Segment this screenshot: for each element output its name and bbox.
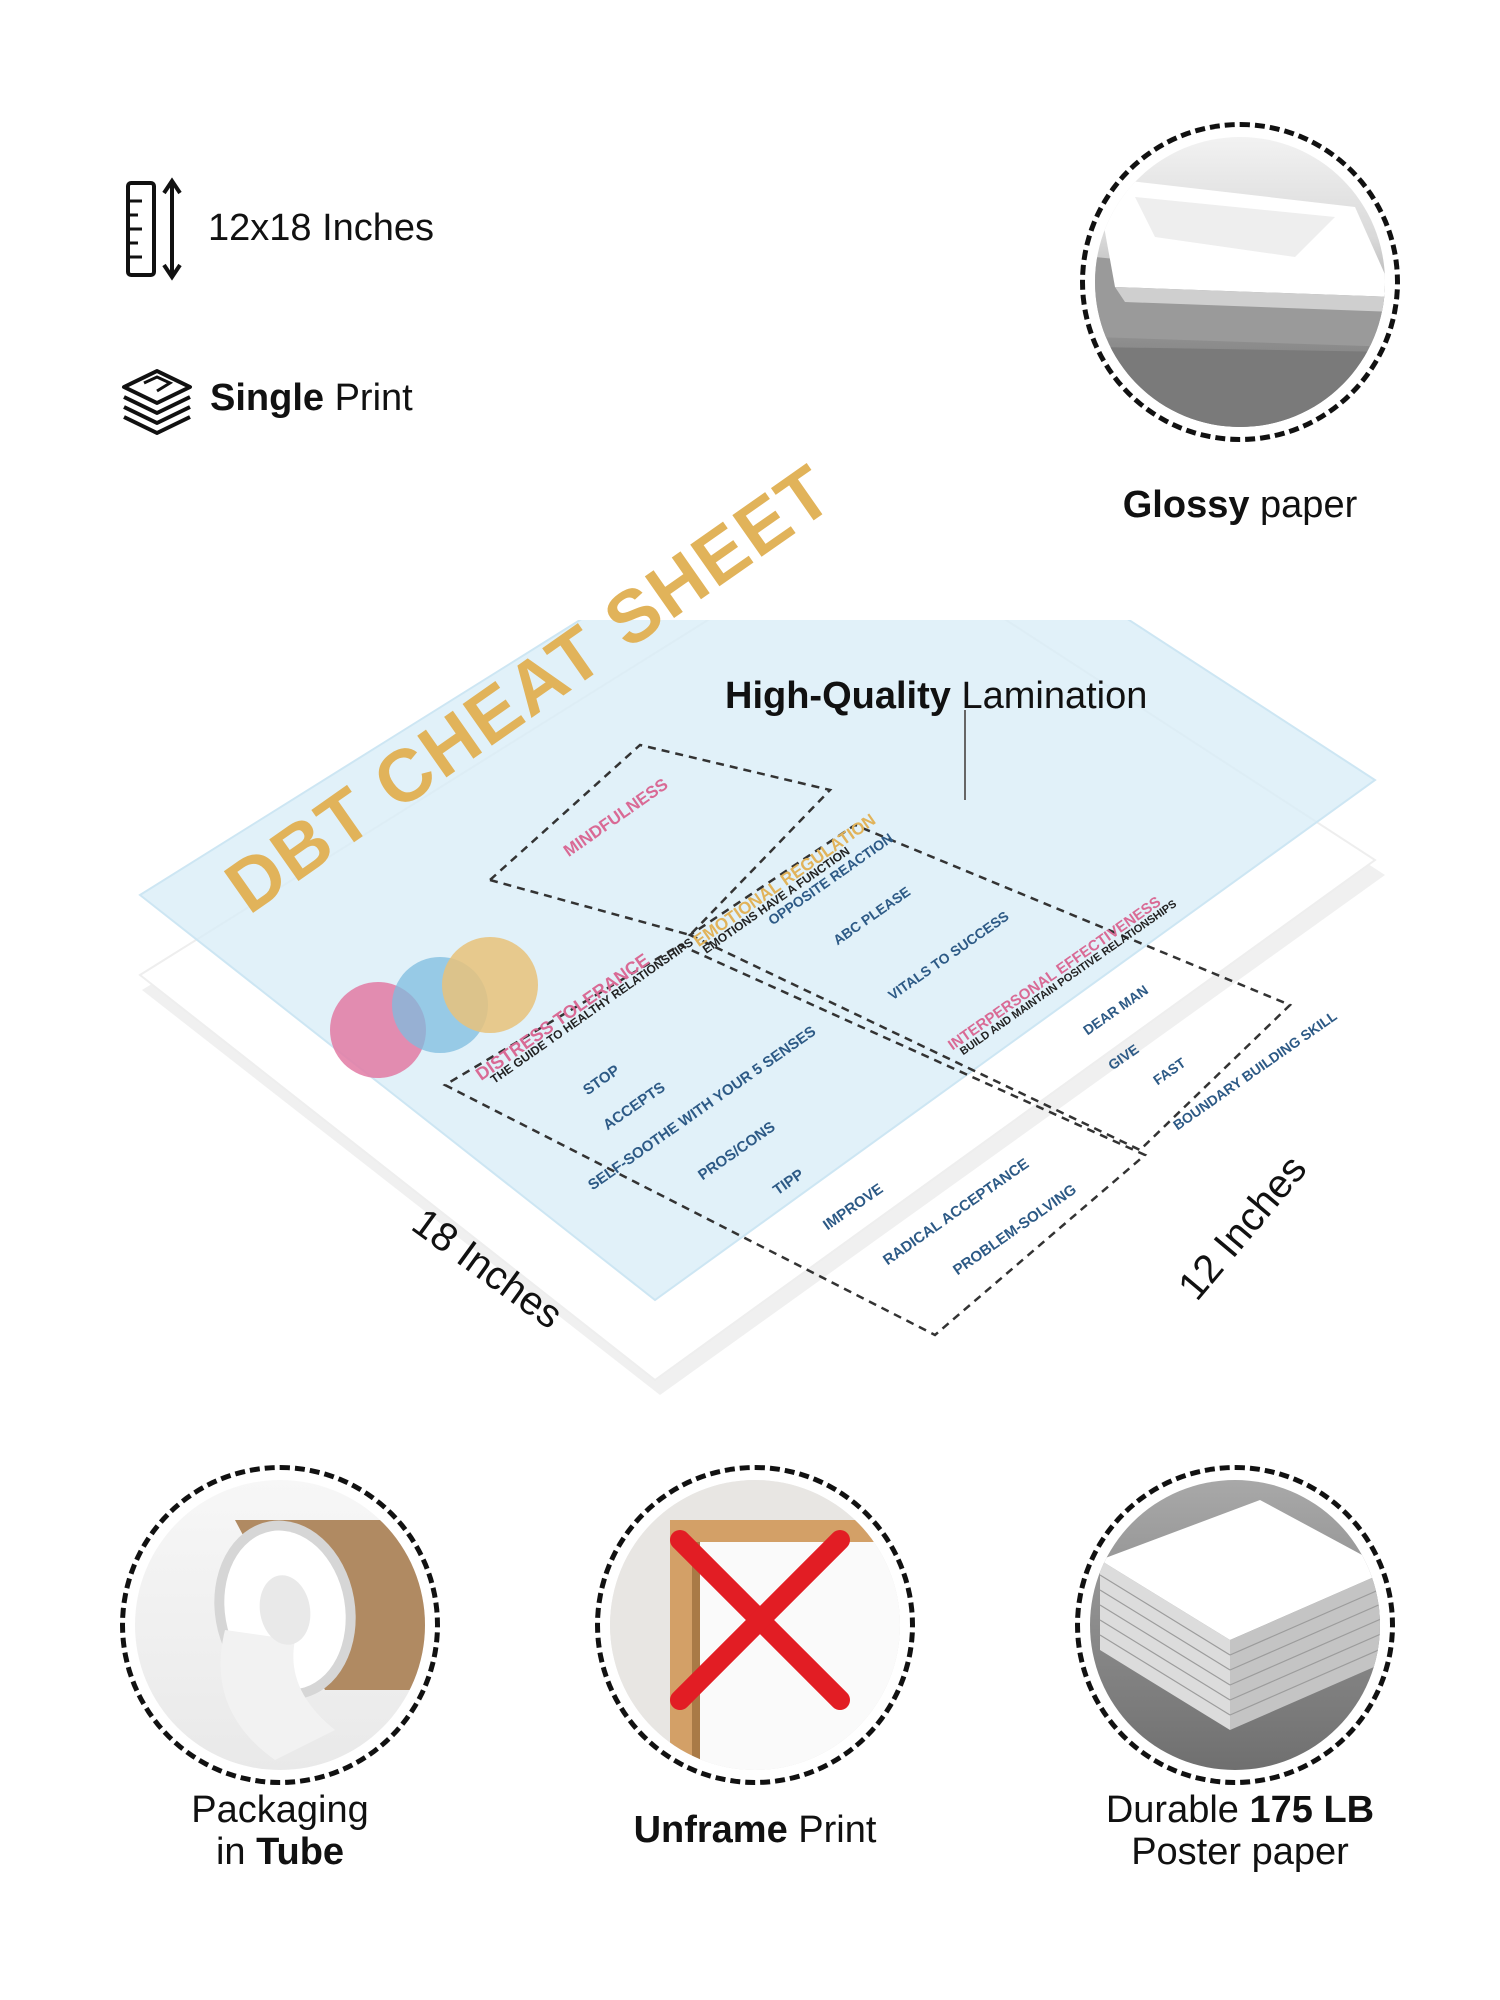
unframe-caption: Unframe Print	[633, 1809, 877, 1851]
size-label: 12x18 Inches	[208, 207, 435, 249]
size-feature: 12x18 Inches	[120, 175, 480, 285]
glossy-caption: Glossy paper	[1122, 484, 1358, 526]
tube-image	[214, 1520, 425, 1760]
lamination-layer	[140, 620, 1375, 1300]
cross-icon	[670, 1530, 850, 1710]
tube-circle	[120, 1465, 440, 1785]
lamination-caption: High-Quality Lamination	[725, 675, 1148, 717]
durable-caption: Durable 175 LB Poster paper	[1105, 1789, 1375, 1873]
poster-illustration	[138, 620, 1385, 1395]
ruler-icon	[126, 177, 182, 281]
print-label: Single Print	[210, 377, 413, 419]
tube-caption: Packaging in Tube	[191, 1789, 369, 1873]
layers-icon	[122, 369, 192, 435]
unframe-circle	[595, 1465, 915, 1785]
glossy-paper-circle	[1080, 122, 1400, 442]
paper-stack-image	[1099, 1500, 1380, 1730]
glossy-sheet-image	[1095, 177, 1385, 427]
durable-circle	[1075, 1465, 1395, 1785]
print-feature: Single Print	[118, 365, 478, 445]
